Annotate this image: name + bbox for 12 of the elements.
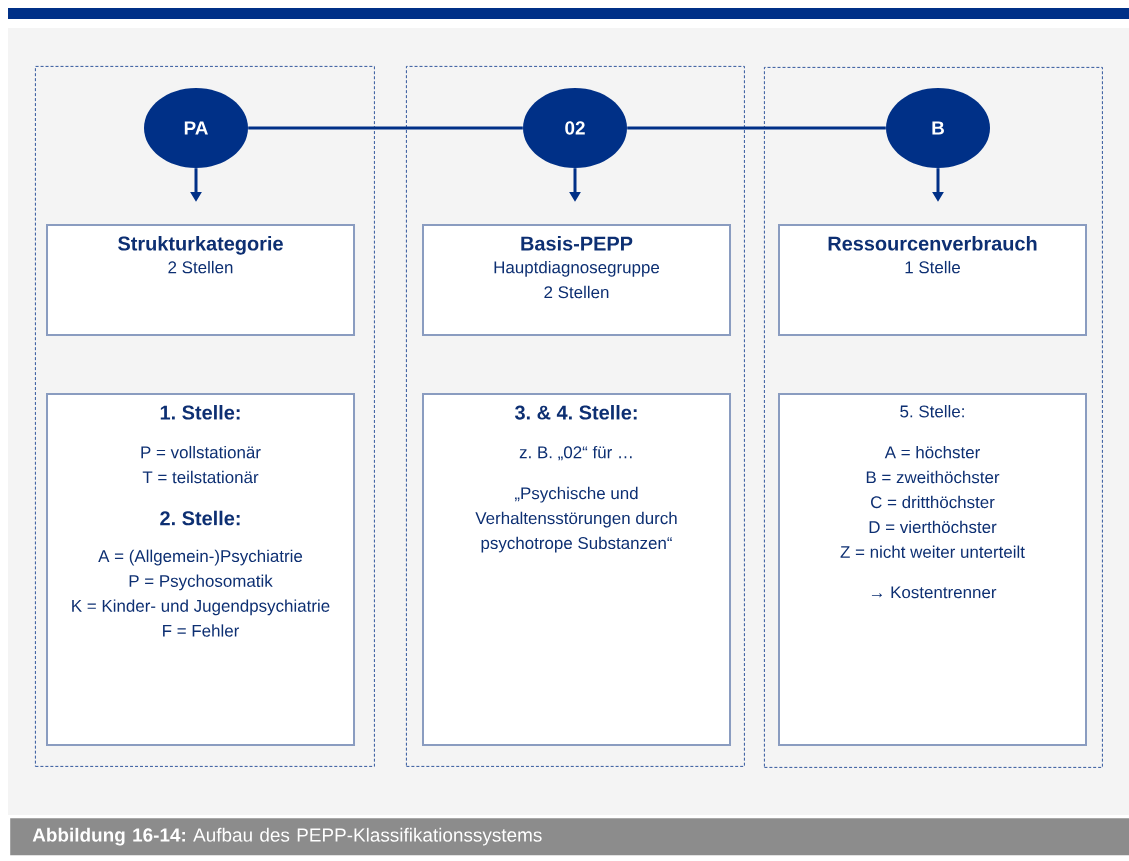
- dashed-column: [35, 66, 375, 767]
- header-box: Basis-PEPP Hauptdiagnosegruppe 2 Stellen: [422, 224, 731, 336]
- dashed-column: [764, 67, 1103, 768]
- detail-box: 1. Stelle: P = vollstationär T = teilstationär 2. Stelle: A = (Allgemein-)Psychiatrie P = Psychosomatik K = Kinder- und Jugendpsychiatrie F = Fehler: [46, 393, 355, 746]
- connector-line: [627, 126, 886, 130]
- dashed-column: [406, 66, 745, 767]
- header-box: Ressourcenverbrauch 1 Stelle: [778, 224, 1087, 336]
- detail-box: 3. & 4. Stelle: z. B. „02“ für … „Psychische und Verhaltensstörungen durch psychotrope Substanzen“: [422, 393, 731, 746]
- connector-line: [248, 126, 523, 130]
- header-box: Strukturkategorie 2 Stellen: [46, 224, 355, 336]
- caption-bar: Abbildung 16-14: Aufbau des PEPP-Klassifikationssystems: [10, 818, 1129, 856]
- detail-box: 5. Stelle: A = höchster B = zweithöchster C = dritthöchster D = vierthöchster Z = nicht weiter unterteilt → Kostentrenner: [778, 393, 1087, 746]
